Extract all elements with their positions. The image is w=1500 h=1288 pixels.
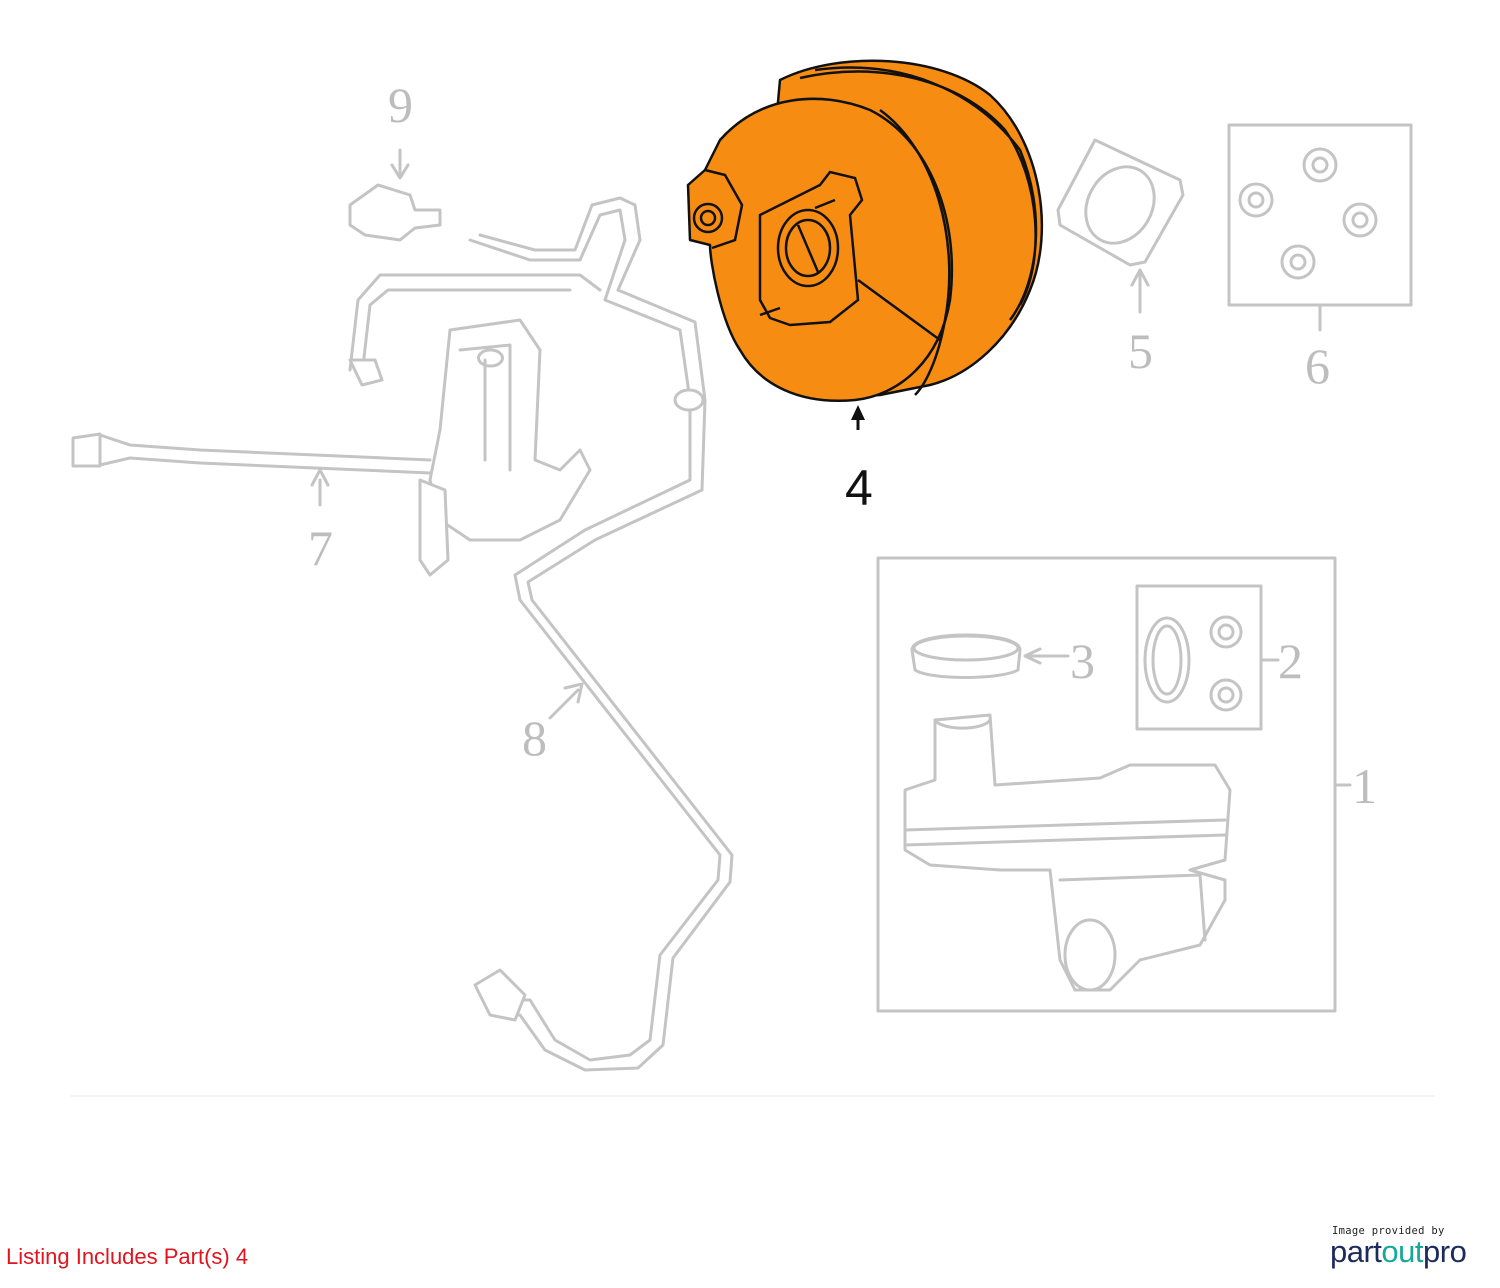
callout-7: 7 [308, 520, 333, 576]
image-credit: Image provided by [1332, 1225, 1445, 1237]
part-9-sensor[interactable]: 9 [348, 77, 442, 242]
partoutpro-logo: partoutpro [1330, 1234, 1467, 1270]
callout-5: 5 [1128, 323, 1153, 379]
part-6-nuts[interactable]: 6 [1227, 123, 1413, 394]
part-1-master-cylinder[interactable]: 1 [876, 556, 1377, 1013]
callout-6: 6 [1305, 338, 1330, 394]
callout-2: 2 [1278, 633, 1303, 689]
part-3-cap[interactable]: 3 [910, 633, 1095, 689]
part-5-gasket[interactable]: 5 [1056, 138, 1185, 379]
listing-caption: Listing Includes Part(s) 4 [6, 1244, 249, 1269]
callout-1: 1 [1352, 758, 1377, 814]
callout-4: 4 [845, 460, 873, 516]
logo-out: out [1381, 1234, 1424, 1269]
callout-8: 8 [522, 710, 547, 766]
callout-9: 9 [388, 77, 413, 133]
callout-3: 3 [1070, 633, 1095, 689]
part-8-hose[interactable]: 8 [468, 196, 734, 1072]
logo-part: part [1330, 1234, 1382, 1269]
logo-pro: pro [1423, 1234, 1467, 1269]
divider [70, 1095, 1435, 1097]
part-7-module[interactable]: 7 [71, 273, 602, 577]
part-2-seal-kit[interactable]: 2 [1135, 584, 1303, 731]
part-4-brake-booster[interactable]: 4 [686, 59, 1044, 516]
